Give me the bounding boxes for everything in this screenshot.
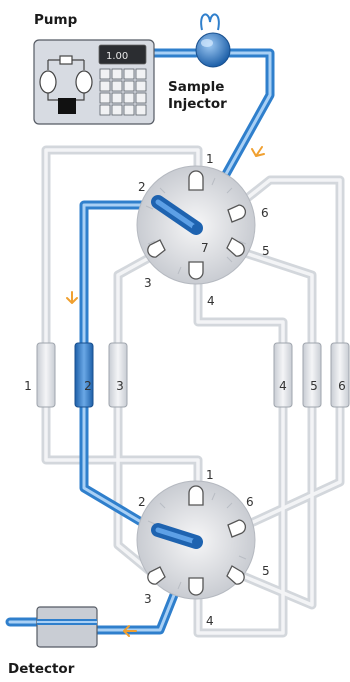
bottom-port-4 — [188, 577, 204, 596]
detector-label: Detector — [8, 661, 75, 677]
flow-arrow-icon-top-right — [251, 146, 265, 157]
bottom-port-3 — [147, 566, 166, 585]
detector-body — [36, 606, 98, 648]
bottom-port-label-5: 5 — [262, 564, 270, 578]
column-label-6: 6 — [338, 379, 346, 393]
bottom-port-label-3: 3 — [144, 592, 152, 606]
columns — [36, 342, 350, 408]
pump-mechanism-icon — [39, 55, 93, 114]
column-label-2: 2 — [84, 379, 92, 393]
top-port-label-2: 2 — [138, 180, 146, 194]
sample-injector-label-line2: Injector — [168, 96, 227, 112]
bottom-port-label-4: 4 — [206, 614, 214, 628]
sample-injector — [195, 13, 231, 68]
tube-col6-to-bottom-port6 — [231, 400, 345, 535]
top-port-5 — [226, 237, 245, 257]
flow-arrows — [66, 146, 265, 637]
top-valve-port-labels: 1 2 3 4 5 6 7 — [138, 152, 270, 308]
column-5 — [302, 342, 322, 408]
pump-display — [98, 44, 147, 65]
bottom-port-1 — [188, 485, 204, 506]
bottom-port-label-2: 2 — [138, 495, 146, 509]
tube-top-port4-to-col4 — [193, 268, 288, 350]
injector-loop-icon — [200, 13, 220, 31]
pump-display-value: 1.00 — [106, 51, 128, 62]
pump-label: Pump — [34, 12, 78, 28]
sample-injector-label-line1: Sample — [168, 79, 224, 95]
column-2 — [74, 342, 94, 408]
top-port-3 — [147, 239, 166, 258]
detector — [36, 606, 98, 648]
bottom-valve-port-labels: 1 2 3 4 5 6 — [138, 468, 270, 628]
top-selection-valve — [136, 165, 256, 285]
column-labels: 1 2 3 4 5 6 — [24, 379, 346, 393]
tube-top-port3-to-col3 — [113, 249, 161, 350]
bottom-port-6 — [227, 519, 247, 538]
top-port-label-3: 3 — [144, 276, 152, 290]
column-label-1: 1 — [24, 379, 32, 393]
top-port-4 — [188, 261, 204, 280]
flow-arrow-icon-left — [66, 291, 78, 304]
top-port-label-5: 5 — [262, 244, 270, 258]
bottom-selection-valve — [136, 480, 256, 600]
pump-keypad — [99, 68, 147, 116]
column-6 — [330, 342, 350, 408]
top-port-label-7: 7 — [201, 241, 209, 255]
bottom-valve-ports — [147, 485, 247, 596]
pump: 1.00 — [33, 39, 155, 125]
top-port-6 — [227, 204, 247, 223]
top-valve-ports — [147, 170, 247, 280]
top-port-label-6: 6 — [261, 206, 269, 220]
top-port-label-1: 1 — [206, 152, 214, 166]
column-1 — [36, 342, 56, 408]
bottom-port-label-1: 1 — [206, 468, 214, 482]
bottom-port-5 — [226, 565, 245, 585]
flow-arrow-icon-bottom — [123, 625, 137, 637]
top-port-1 — [188, 170, 204, 191]
column-3 — [108, 342, 128, 408]
column-label-5: 5 — [310, 379, 318, 393]
bottom-port-label-6: 6 — [246, 495, 254, 509]
top-valve-teeth — [145, 175, 247, 275]
top-port-label-4: 4 — [207, 294, 215, 308]
column-label-3: 3 — [116, 379, 124, 393]
column-label-4: 4 — [279, 379, 287, 393]
column-4 — [273, 342, 293, 408]
